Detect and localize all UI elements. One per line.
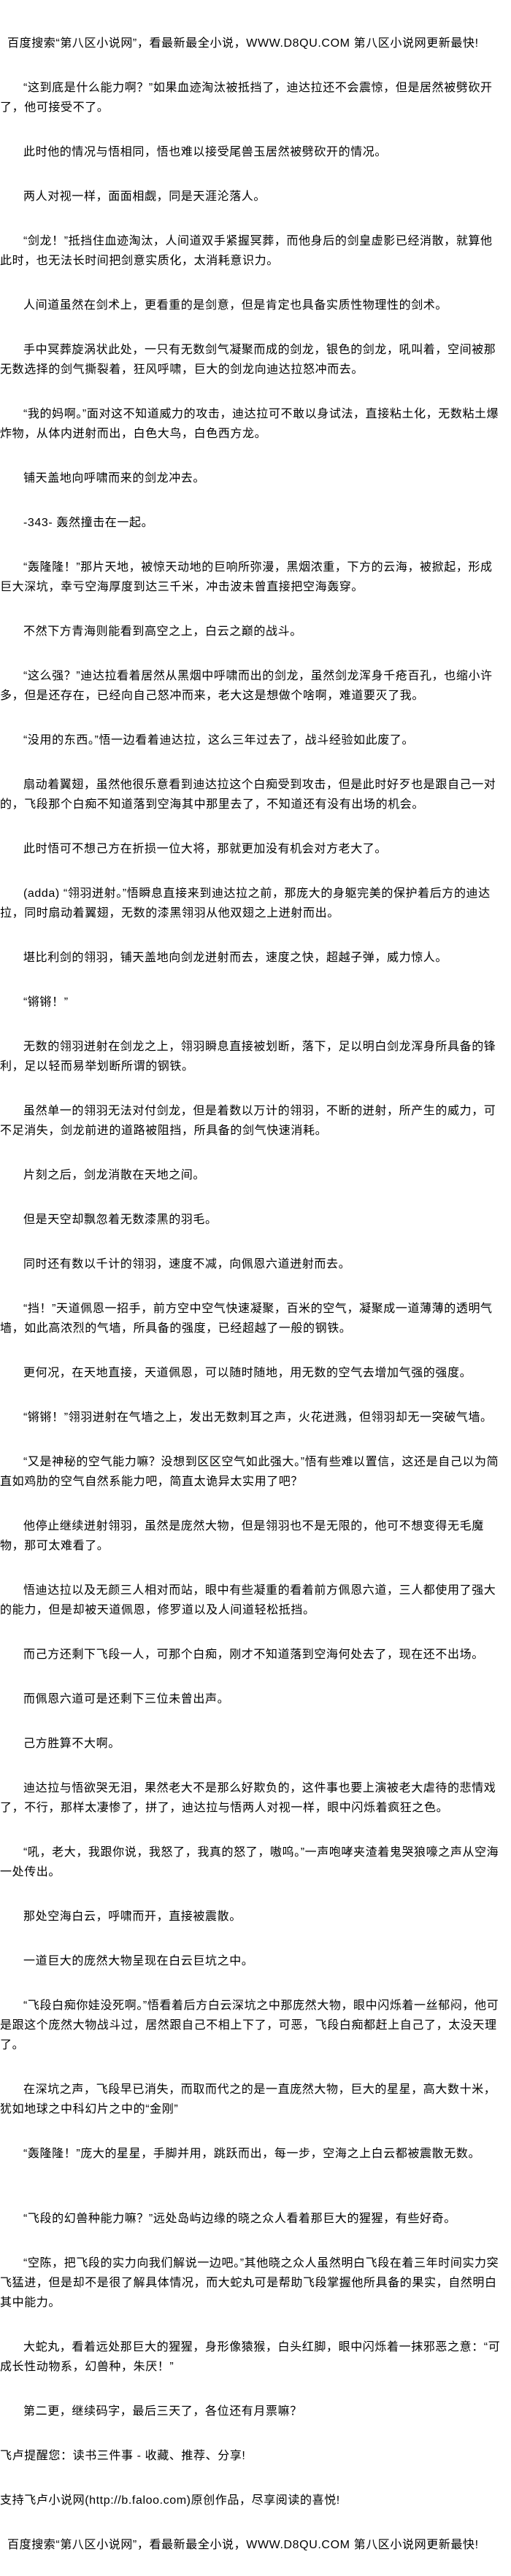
footer-reminder: 飞卢提醒您：读书三件事 - 收藏、推荐、分享! [0,2450,246,2462]
site-banner-bottom: 百度搜索“第八区小说网”，看最新最全小说，WWW.D8QU.COM 第八区小说网… [7,2539,479,2551]
paragraph: “轰隆隆！”那片天地，被惊天动地的巨响所弥漫，黑烟浓重，下方的云海，被掀起，形成… [0,561,493,593]
paragraph: “又是神秘的空气能力嘛？没想到区区空气如此强大。”悟有些难以置信，这还是自己以为… [0,1456,499,1488]
paragraph: “吼，老大，我跟你说，我怒了，我真的怒了，嗷呜。”一声咆哮夹渣着鬼哭狼嚎之声从空… [0,1846,499,1878]
paragraph: “锵锵！” [23,996,69,1009]
paragraph: “这到底是什么能力啊？”如果血迹淘汰被抵挡了，迪达拉还不会震惊，但是居然被劈砍开… [0,82,493,114]
paragraph: “剑龙！”抵挡住血迹淘汰，人间道双手紧握冥葬，而他身后的剑皇虚影已经消散，就算他… [0,235,493,267]
site-banner-top: 百度搜索“第八区小说网”，看最新最全小说，WWW.D8QU.COM 第八区小说网… [7,37,479,50]
paragraph: 人间道虽然在剑术上，更看重的是剑意，但是肯定也具备实质性物理性的剑术。 [23,299,448,312]
paragraph: 但是天空却飘忽着无数漆黑的羽毛。 [23,1214,218,1226]
footer-support-link[interactable]: 支持飞卢小说网(http://b.faloo.com)原创作品，尽享阅读的喜悦! [0,2494,340,2507]
paragraph: 两人对视一样，面面相觑，同是天涯沦落人。 [23,190,266,203]
paragraph: 此时悟可不想己方在折损一位大将，那就更加没有机会对方老大了。 [23,843,388,855]
paragraph: “飞段的幻兽种能力嘛？”远处岛屿边缘的晓之众人看着那巨大的猩猩，有些好奇。 [23,2213,456,2225]
paragraph: 第二更，继续码字，最后三天了，各位还有月票嘛？ [23,2405,302,2418]
paragraph: -343- 轰然撞击在一起。 [23,517,154,529]
paragraph: 片刻之后，剑龙消散在天地之间。 [23,1169,206,1181]
paragraph: 同时还有数以千计的翎羽，速度不减，向佩恩六道迸射而去。 [23,1258,351,1270]
paragraph: “我的妈啊。”面对这不知道威力的攻击，迪达拉可不敢以身试法，直接粘土化，无数粘土… [0,408,499,440]
paragraph: “这么强？”迪达拉看着居然从黑烟中呼啸而出的剑龙，虽然剑龙浑身千疮百孔，也缩小许… [0,670,493,702]
paragraph: “空陈，把飞段的实力向我们解说一边吧。”其他晓之众人虽然明白飞段在着三年时间实力… [0,2257,499,2309]
paragraph: “挡！”天道佩恩一招手，前方空中空气快速凝聚，百米的空气，凝聚成一道薄薄的透明气… [0,1303,493,1335]
paragraph: 此时他的情况与悟相同，悟也难以接受尾兽玉居然被劈砍开的情况。 [23,146,388,158]
paragraph: 虽然单一的翎羽无法对付剑龙，但是着数以万计的翎羽，不断的迸射，所产生的威力，可不… [0,1105,496,1137]
paragraph: “飞段白痴你娃没死啊。”悟看着后方白云深坑之中那庞然大物，眼中闪烁着一丝郁闷，他… [0,2000,499,2051]
paragraph: “锵锵！”翎羽迸射在气墙之上，发出无数刺耳之声，火花迸溅，但翎羽却无一突破气墙。 [23,1411,493,1424]
chapter-article: 百度搜索“第八区小说网”，看最新最全小说，WWW.D8QU.COM 第八区小说网… [0,37,501,2551]
paragraph: 悟迪达拉以及无颜三人相对而站，眼中有些凝重的看着前方佩恩六道，三人都使用了强大的… [0,1584,496,1616]
paragraph: 他停止继续迸射翎羽，虽然是庞然大物，但是翎羽也不是无限的，他可不想变得无毛魔物，… [0,1520,484,1552]
paragraph: 在深坑之声，飞段早已消失，而取而代之的是一直庞然大物，巨大的星星，高大数十米，犹… [0,2083,496,2116]
paragraph: 堪比利剑的翎羽，铺天盖地向剑龙迸射而去，速度之快，超越子弹，威力惊人。 [23,952,448,964]
paragraph: 不然下方青海则能看到高空之上，白云之巅的战斗。 [23,625,302,638]
paragraph: 一道巨大的庞然大物呈现在白云巨坑之中。 [23,1955,254,1967]
paragraph: 己方胜算不大啊。 [23,1738,120,1750]
paragraph: (adda) “翎羽迸射。”悟瞬息直接来到迪达拉之前，那庞大的身躯完美的保护着后… [0,887,491,919]
paragraph: 铺天盖地向呼啸而来的剑龙冲去。 [23,472,206,485]
paragraph: 大蛇丸，看着远处那巨大的猩猩，身形像猿猴，白头红脚，眼中闪烁着一抹邪恶之意：“可… [0,2341,501,2373]
paragraph: “轰隆隆！”庞大的星星，手脚并用，跳跃而出，每一步，空海之上白云都被震散无数。 [23,2148,481,2160]
paragraph: 扇动着翼翅，虽然他很乐意看到迪达拉这个白痴受到攻击，但是此时好歹也是跟自己一对的… [0,779,496,811]
paragraph: 而佩恩六道可是还剩下三位未曾出声。 [23,1693,230,1705]
paragraph: 无数的翎羽迸射在剑龙之上，翎羽瞬息直接被划断，落下，足以明白剑龙浑身所具备的锋利… [0,1041,496,1073]
paragraph: 迪达拉与悟欲哭无泪，果然老大不是那么好欺负的，这件事也要上演被老大虐待的悲情戏了… [0,1782,496,1814]
chapter-body: “这到底是什么能力啊？”如果血迹淘汰被抵挡了，迪达拉还不会震惊，但是居然被劈砍开… [0,78,501,2421]
paragraph: 那处空海白云，呼啸而开，直接被震散。 [23,1910,242,1923]
paragraph: 而己方还剩下飞段一人，可那个白痴，刚才不知道落到空海何处去了，现在还不出场。 [23,1648,484,1661]
paragraph: 更何况，在天地直接，天道佩恩，可以随时随地，用无数的空气去增加气强的强度。 [23,1367,472,1379]
paragraph: “没用的东西。”悟一边看着迪达拉，这么三年过去了，战斗经验如此废了。 [23,734,415,747]
paragraph: 手中冥葬旋涡状此处，一只有无数剑气凝聚而成的剑龙，银色的剑龙，吼叫着，空间被那无… [0,344,496,376]
